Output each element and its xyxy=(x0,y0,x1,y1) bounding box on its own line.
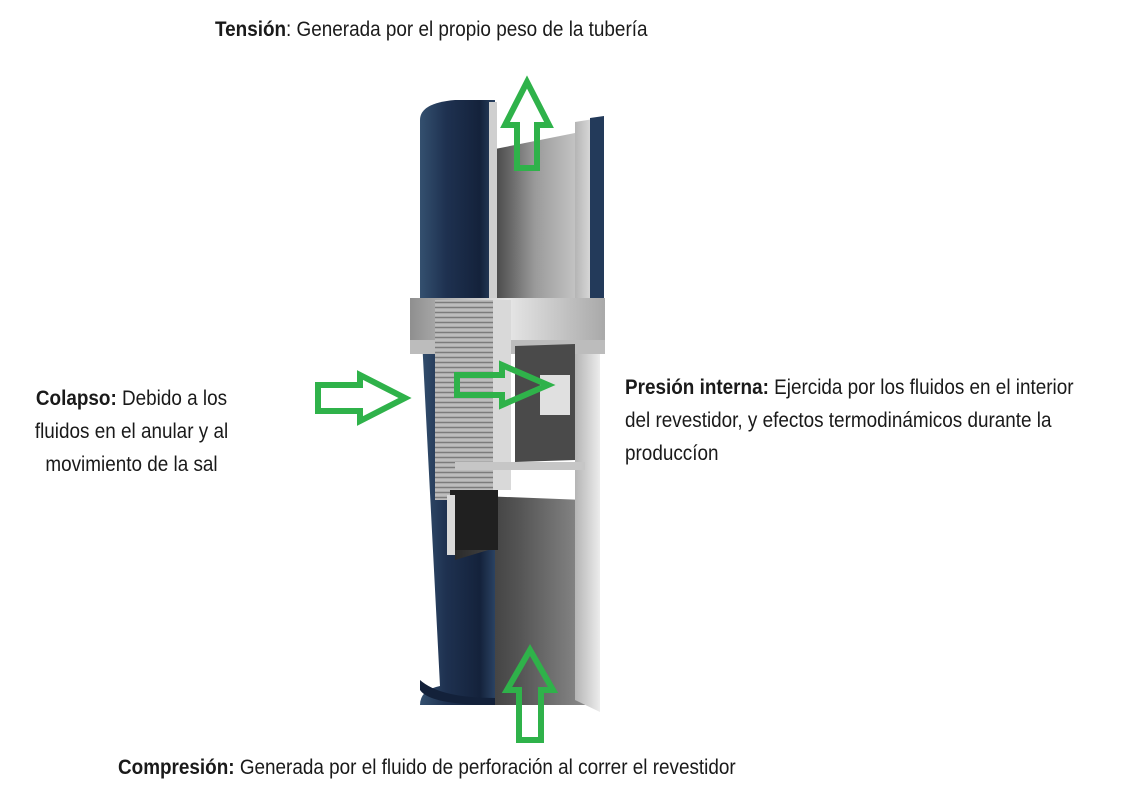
arrow-right-icon xyxy=(454,360,556,410)
colapso-text: Debido a los fluidos en el anular y al m… xyxy=(34,387,229,476)
upper-pipe-wall-left xyxy=(420,100,495,300)
upper-pipe-cut-face xyxy=(489,102,497,300)
cut-rim xyxy=(455,462,585,470)
tension-title: Tensión xyxy=(215,18,287,41)
tension-text: : Generada por el propio peso de la tube… xyxy=(286,18,648,41)
arrow-right-icon xyxy=(315,370,412,426)
compresion-title: Compresión: xyxy=(118,756,235,779)
compresion-label: Compresión: Generada por el fluido de pe… xyxy=(118,751,736,784)
right-pipe-blue-edge xyxy=(590,116,604,302)
arrow-up-icon xyxy=(500,75,554,171)
lower-shoulder xyxy=(450,490,498,550)
presion-title: Presión interna: xyxy=(625,376,769,399)
lower-shoulder-face xyxy=(447,495,455,555)
colapso-title: Colapso: xyxy=(35,387,117,410)
arrow-up-icon xyxy=(501,643,559,743)
tension-label: Tensión: Generada por el propio peso de … xyxy=(215,13,648,46)
colapso-label: Colapso: Debido a los fluidos en el anul… xyxy=(10,382,253,481)
upper-bore xyxy=(490,130,590,300)
presion-text: Ejercida por los fluidos en el interior … xyxy=(625,376,1074,465)
presion-interna-label: Presión interna: Ejercida por los fluido… xyxy=(625,371,1102,470)
compresion-text: Generada por el fluido de perforación al… xyxy=(234,756,736,779)
pipe-bottom-curve xyxy=(420,680,495,705)
